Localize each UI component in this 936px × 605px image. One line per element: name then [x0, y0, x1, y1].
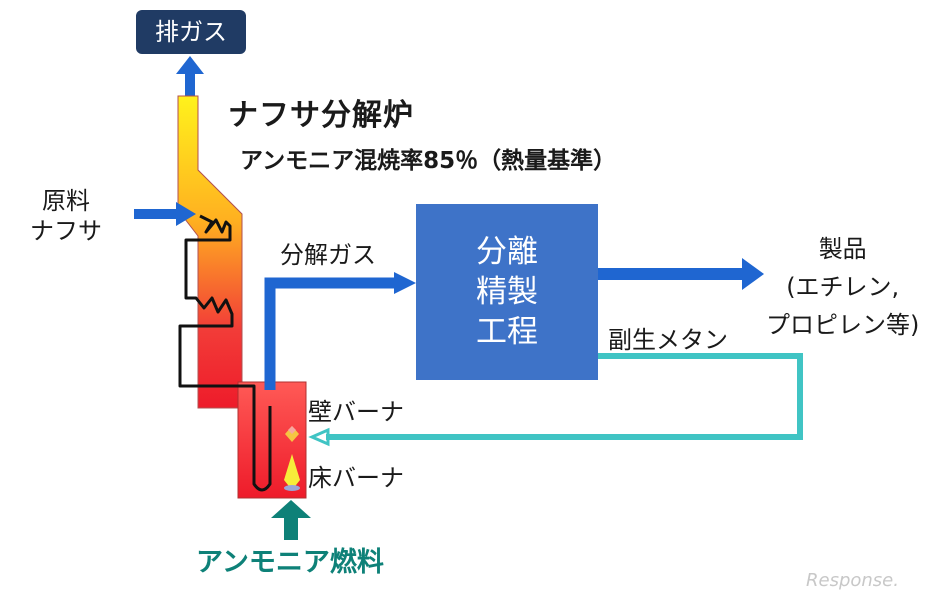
- raw-naphtha-label: 原料 ナフサ: [30, 187, 102, 245]
- exhaust-gas-badge: 排ガス: [136, 10, 246, 54]
- products-label: 製品 (エチレン, プロピレン等): [766, 235, 920, 339]
- byproduct-methane-line: [308, 353, 803, 447]
- raw-naphtha-arrow: [134, 202, 196, 226]
- wall-burner-flame: [285, 426, 299, 442]
- ammonia-fuel-label: アンモニア燃料: [196, 547, 384, 578]
- exhaust-arrow: [176, 56, 204, 96]
- ammonia-ratio-subtitle: アンモニア混焼率85％（熱量基準）: [240, 148, 617, 174]
- response-logo: Response.: [806, 570, 899, 591]
- ammonia-fuel-arrow: [271, 500, 311, 540]
- separation-process-label: 分離 精製 工程: [476, 234, 538, 350]
- floor-burner-flame: [284, 454, 300, 491]
- naphtha-coil: [178, 214, 272, 492]
- byproduct-methane-label: 副生メタン: [608, 326, 728, 354]
- products-arrow: [598, 258, 764, 290]
- cracked-gas-arrow: [264, 272, 416, 390]
- floor-burner-label: 床バーナ: [308, 464, 404, 492]
- furnace-convection-section: [177, 95, 243, 409]
- cracked-gas-label: 分解ガス: [280, 241, 376, 269]
- wall-burner-label: 壁バーナ: [308, 398, 404, 426]
- diagram-title: ナフサ分解炉: [228, 98, 414, 133]
- separation-process-box: [416, 204, 598, 380]
